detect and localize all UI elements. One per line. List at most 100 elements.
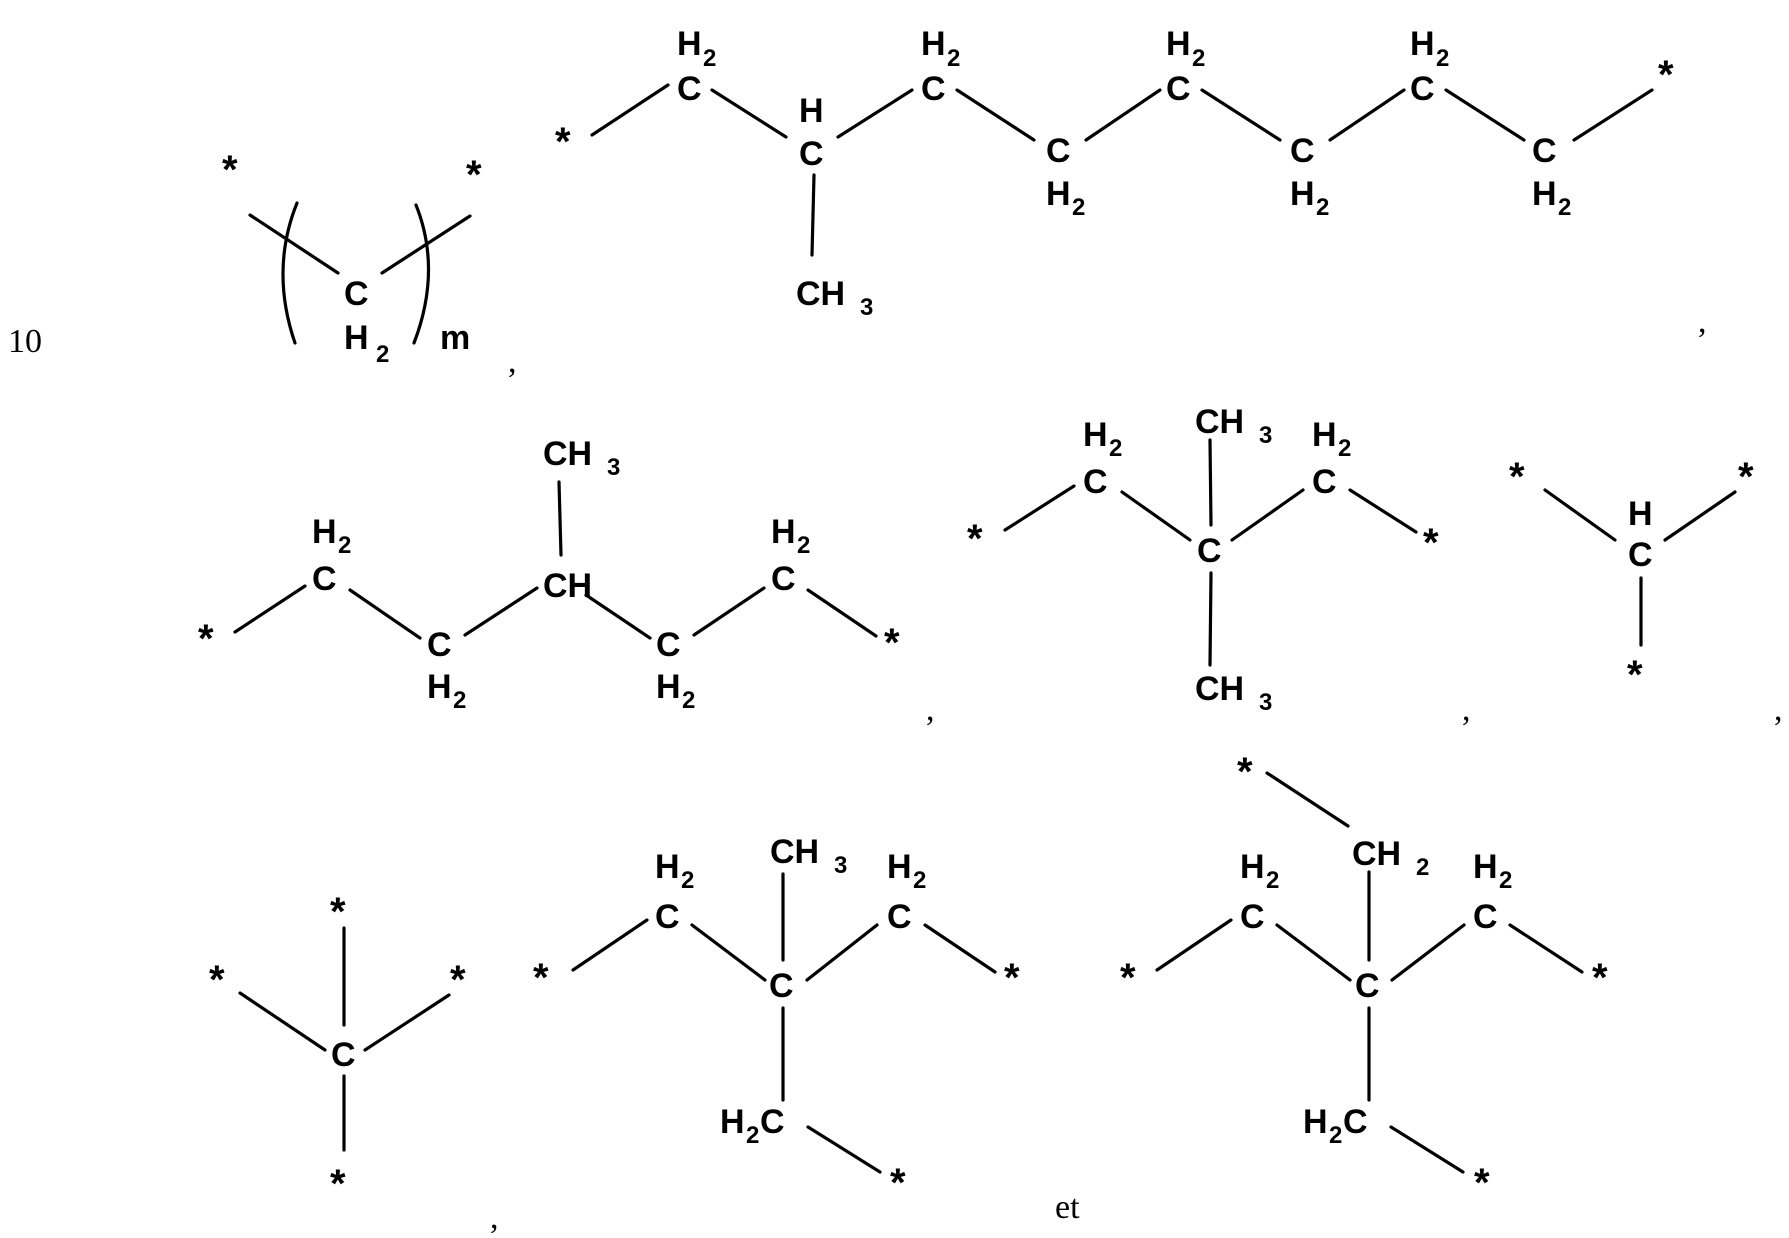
atom-C: C: [760, 1103, 785, 1141]
bond: [836, 88, 914, 139]
attachment-star: *: [533, 956, 549, 1000]
atom-H: H: [1628, 495, 1653, 533]
attachment-star: *: [330, 1162, 346, 1206]
atom-C: C: [1343, 1103, 1368, 1141]
bond: [923, 923, 997, 974]
atom-C: C: [677, 70, 702, 108]
bond: [1572, 88, 1654, 142]
bond: [1348, 488, 1418, 534]
bond: [1208, 571, 1213, 667]
bond: [571, 918, 649, 972]
subscript: 2: [682, 687, 695, 714]
bond: [710, 88, 788, 139]
structure-methyl-octane-chain: * H 2 C H C CH 3 H 2 C C H 2 H 2 C C H 2…: [555, 25, 1707, 340]
atom-H: H: [656, 668, 681, 706]
atom-H: H: [1240, 848, 1265, 886]
attachment-star: *: [555, 120, 571, 164]
bond: [557, 480, 563, 557]
subscript: 2: [1416, 854, 1429, 881]
attachment-star: *: [466, 153, 482, 197]
bond: [692, 586, 766, 637]
right-paren: [412, 203, 431, 345]
atom-H: H: [1410, 25, 1435, 63]
separator-comma: ,: [926, 691, 935, 728]
subscript: 2: [1266, 867, 1279, 894]
atom-H: H: [1473, 848, 1498, 886]
attachment-star: *: [967, 517, 983, 561]
bond: [1120, 490, 1192, 542]
line-number: 10: [8, 323, 42, 360]
atom-CH: CH: [1195, 670, 1244, 708]
attachment-star: *: [1627, 653, 1643, 697]
bond: [1275, 923, 1352, 982]
atom-H: H: [1046, 175, 1071, 213]
structure-methylpentane-chain: * H 2 C C H 2 CH CH 3 C H 2 H 2 C * ,: [198, 435, 935, 728]
bond: [806, 588, 878, 638]
atom-H: H: [312, 513, 337, 551]
atom-H: H: [677, 25, 702, 63]
atom-H: H: [1532, 175, 1557, 213]
atom-C: C: [887, 898, 912, 936]
bond: [1084, 88, 1162, 142]
bond: [1389, 1125, 1465, 1174]
bond: [955, 88, 1036, 142]
bond: [233, 584, 307, 634]
structure-tetra-branch: * H 2 C C CH 2 * H 2 C * H 2 C *: [1120, 750, 1608, 1205]
bond: [690, 923, 767, 982]
subscript: 2: [1192, 45, 1205, 72]
subscript: 3: [1259, 422, 1272, 449]
bond: [348, 588, 422, 640]
structure-dimethylpropane: * H 2 C C CH 3 CH 3 H 2 C * ,: [967, 403, 1471, 728]
structure-tetravalent-C: * * * C * ,: [209, 890, 499, 1236]
separator-comma: ,: [1698, 303, 1707, 340]
subscript: 2: [703, 45, 716, 72]
bond: [1328, 88, 1406, 142]
bond: [590, 83, 670, 137]
bond: [248, 213, 340, 275]
atom-H: H: [344, 319, 369, 357]
atom-C: C: [921, 70, 946, 108]
bond: [1508, 923, 1584, 974]
attachment-star: *: [198, 617, 214, 661]
atom-C: C: [1473, 898, 1498, 936]
attachment-star: *: [1423, 521, 1439, 565]
atom-C: C: [799, 135, 824, 173]
atom-H: H: [1083, 416, 1108, 454]
subscript: 2: [913, 867, 926, 894]
atom-C: C: [1290, 132, 1315, 170]
atom-CH: CH: [543, 435, 592, 473]
atom-C: C: [331, 1036, 356, 1074]
atom-H: H: [1166, 25, 1191, 63]
atom-H: H: [1290, 175, 1315, 213]
attachment-star: *: [890, 1161, 906, 1205]
structure-methyl-tri-branch: * H 2 C C CH 3 H 2 C * H 2 C *: [533, 833, 1020, 1205]
atom-C: C: [771, 560, 796, 598]
left-paren: [281, 201, 299, 345]
atom-CH: CH: [796, 275, 845, 313]
structure-trivalent-CH: * * H C * ,: [1509, 455, 1783, 728]
bond: [810, 173, 816, 257]
bond: [1390, 923, 1466, 982]
atom-H: H: [655, 848, 680, 886]
bond: [806, 1125, 882, 1174]
bond: [363, 993, 451, 1052]
atom-H: H: [887, 848, 912, 886]
subscript: 2: [1072, 194, 1085, 221]
attachment-star: *: [1474, 1161, 1490, 1205]
atom-H: H: [799, 92, 824, 130]
bond: [1543, 488, 1617, 542]
attachment-star: *: [1509, 455, 1525, 499]
subscript: 2: [746, 1122, 759, 1149]
atom-H: H: [921, 25, 946, 63]
subscript: 3: [607, 454, 620, 481]
subscript: 2: [453, 687, 466, 714]
bond: [1155, 918, 1233, 972]
attachment-star: *: [1004, 956, 1020, 1000]
atom-H: H: [1312, 416, 1337, 454]
atom-C: C: [656, 626, 681, 664]
subscript: 2: [376, 341, 389, 368]
separator-comma: ,: [490, 1199, 499, 1236]
attachment-star: *: [450, 958, 466, 1002]
subscript: 2: [1109, 435, 1122, 462]
